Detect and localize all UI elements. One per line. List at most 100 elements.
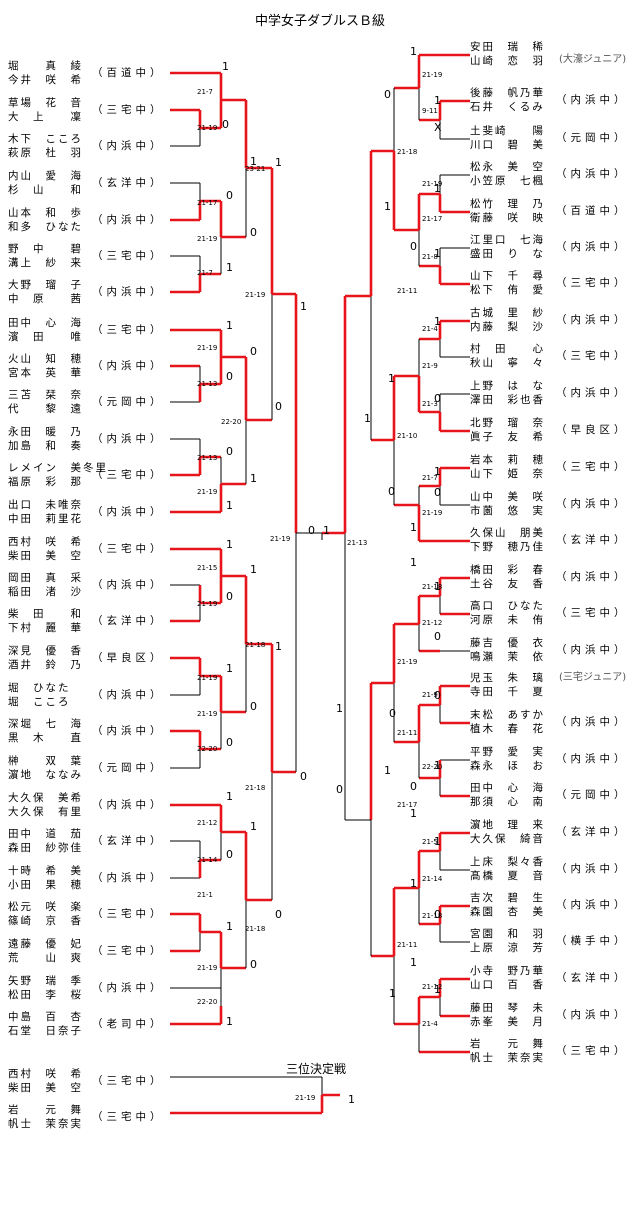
school-name: （内浜中）	[92, 140, 165, 152]
player-name: 柴田 美 空	[8, 1082, 83, 1094]
player-name: 石堂 日奈子	[8, 1025, 83, 1037]
school-name: （内浜中）	[92, 579, 165, 591]
player-name: 山崎 恋 羽	[470, 55, 545, 67]
player-name: 岡田 真 采	[8, 572, 83, 584]
player-name: 市薗 悠 実	[470, 505, 545, 517]
result-mark: 1	[275, 640, 282, 653]
school-name: （内浜中）	[92, 360, 165, 372]
score-label: 9-11	[422, 107, 438, 115]
player-name: 堀 ひなた	[8, 682, 71, 694]
result-mark: 1	[250, 472, 257, 485]
player-name: レメイン 美冬里	[8, 462, 108, 474]
score-label: 21-19	[197, 235, 217, 243]
result-mark: 1	[434, 580, 441, 593]
result-mark: 0	[222, 118, 229, 131]
score-label: 21-19	[197, 124, 217, 132]
player-name: 山口 百 香	[470, 979, 545, 991]
result-mark: 1	[364, 412, 371, 425]
result-mark: 0	[250, 345, 257, 358]
result-mark: 1	[222, 60, 229, 73]
score-label: 21-19	[197, 674, 217, 682]
score-label: 21-19	[245, 291, 265, 299]
score-label: 21-7	[197, 88, 213, 96]
school-name: （玄洋中）	[92, 177, 165, 189]
player-name: 柴田 美 空	[8, 550, 83, 562]
player-name: 酒井 鈴 乃	[8, 659, 83, 671]
school-name: （内浜中）	[556, 168, 629, 180]
result-mark: 1	[226, 920, 233, 933]
result-mark: 0	[226, 848, 233, 861]
player-name: 火山 知 穂	[8, 353, 83, 365]
school-name: （内浜中）	[556, 387, 629, 399]
score-label: 21-19	[295, 1094, 315, 1102]
result-mark: 1	[410, 877, 417, 890]
result-mark: 1	[226, 538, 233, 551]
player-name: 那須 心 南	[470, 796, 545, 808]
school-name: （玄洋中）	[92, 615, 165, 627]
school-name: （内浜中）	[556, 863, 629, 875]
result-mark: 1	[434, 465, 441, 478]
score-label: 21-19	[270, 535, 290, 543]
player-name: 岩本 莉 穂	[470, 454, 545, 466]
school-name: （内浜中）	[556, 314, 629, 326]
result-mark: 1	[410, 807, 417, 820]
player-name: 大野 瑠 子	[8, 279, 83, 291]
score-label: 21-18	[397, 148, 417, 156]
score-label: 21-17	[197, 199, 217, 207]
school-name: （内浜中）	[92, 506, 165, 518]
school-name: （百道中）	[92, 67, 165, 79]
result-mark: 1	[434, 759, 441, 772]
score-label: 21-19	[197, 488, 217, 496]
player-name: 北野 瑠 奈	[470, 417, 545, 429]
result-mark: 1	[226, 261, 233, 274]
player-name: 西村 咲 希	[8, 536, 83, 548]
player-name: 山中 美 咲	[470, 491, 545, 503]
player-name: 山本 和 歩	[8, 207, 83, 219]
school-name: （三宅中）	[92, 908, 165, 920]
player-name: 鳴瀬 茉 依	[470, 651, 545, 663]
player-name: 大久保 有里	[8, 806, 83, 818]
score-label: 21-12	[422, 619, 442, 627]
player-name: 柴 田 和	[8, 608, 83, 620]
school-name: （内浜中）	[92, 725, 165, 737]
player-name: 中 原 茜	[8, 293, 83, 305]
school-name: （内浜中）	[556, 498, 629, 510]
score-label: 21-13	[197, 454, 217, 462]
player-name: 大 上 凜	[8, 111, 83, 123]
player-name: 森田 紗弥佳	[8, 842, 83, 854]
result-mark: 0	[275, 908, 282, 921]
score-label: 21-15	[197, 564, 217, 572]
school-name: （内浜中）	[92, 286, 165, 298]
player-name: 秋山 寧 々	[470, 357, 545, 369]
school-name: （玄洋中）	[556, 826, 629, 838]
player-name: 今井 咲 希	[8, 74, 83, 86]
player-name: 村 田 心	[470, 343, 545, 355]
result-mark: 1	[226, 1015, 233, 1028]
result-mark: 0	[410, 780, 417, 793]
result-mark: 1	[410, 956, 417, 969]
school-name: （元岡中）	[556, 132, 629, 144]
result-mark: 1	[336, 702, 343, 715]
result-mark: 1	[434, 983, 441, 996]
player-name: 内山 愛 海	[8, 170, 83, 182]
result-mark: 1	[226, 319, 233, 332]
result-mark: 1	[250, 820, 257, 833]
player-name: 帆士 茉奈実	[8, 1118, 83, 1130]
score-label: 21-14	[197, 856, 218, 864]
player-name: 遠藤 優 妃	[8, 938, 83, 950]
result-mark: 1	[250, 155, 257, 168]
player-name: 出口 未唯奈	[8, 499, 83, 511]
score-label: 21-1	[197, 891, 213, 899]
result-mark: 0	[389, 707, 396, 720]
score-label: 21-10	[397, 432, 417, 440]
result-mark: 1	[348, 1093, 355, 1106]
score-label: 21-17	[397, 801, 417, 809]
school-name: （三宅中）	[556, 1045, 629, 1057]
result-mark: 0	[226, 189, 233, 202]
player-name: 盛田 り な	[470, 248, 545, 260]
result-mark: 1	[410, 556, 417, 569]
player-name: 杉 山 和	[8, 184, 83, 196]
player-name: 髙橋 夏 音	[470, 870, 545, 882]
school-name: （内浜中）	[556, 644, 629, 656]
